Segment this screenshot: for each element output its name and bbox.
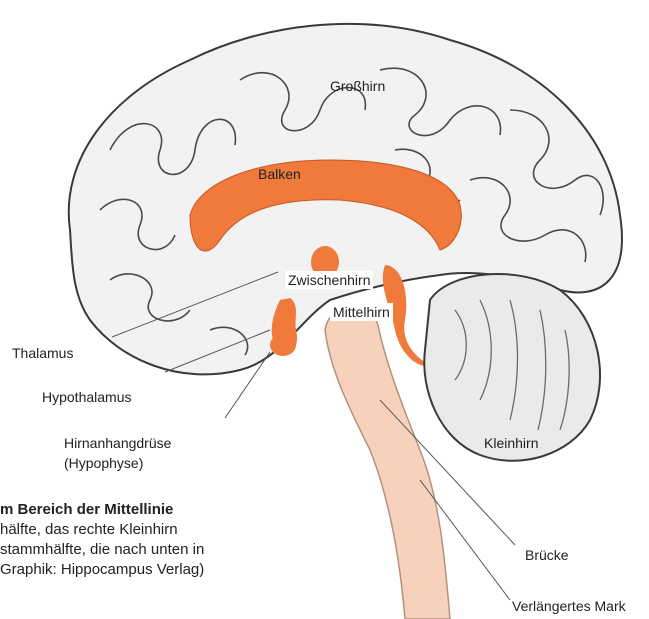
caption-line-3: Graphik: Hippocampus Verlag)	[0, 560, 322, 580]
caption-title: m Bereich der Mittellinie	[0, 500, 322, 520]
kleinhirn-shape	[424, 274, 600, 461]
label-thalamus: Thalamus	[12, 345, 73, 362]
label-mittelhirn: Mittelhirn	[330, 303, 393, 321]
label-bruecke: Brücke	[525, 547, 569, 564]
label-grosshirn: Großhirn	[330, 78, 385, 95]
caption-line-1: hälfte, das rechte Kleinhirn	[0, 520, 322, 540]
label-verlaengertes-mark: Verlängertes Mark	[512, 598, 626, 615]
label-balken: Balken	[258, 166, 301, 183]
caption-line-2: stammhälfte, die nach unten in	[0, 540, 322, 560]
label-kleinhirn: Kleinhirn	[484, 435, 538, 452]
figure-caption: m Bereich der Mittellinie hälfte, das re…	[0, 500, 322, 580]
hypophyse-shape	[270, 334, 296, 356]
label-hirnanhangdruese: Hirnanhangdrüse	[64, 435, 171, 452]
label-zwischenhirn: Zwischenhirn	[285, 271, 373, 289]
label-hypophyse: (Hypophyse)	[64, 455, 143, 472]
label-hypothalamus: Hypothalamus	[42, 389, 132, 406]
